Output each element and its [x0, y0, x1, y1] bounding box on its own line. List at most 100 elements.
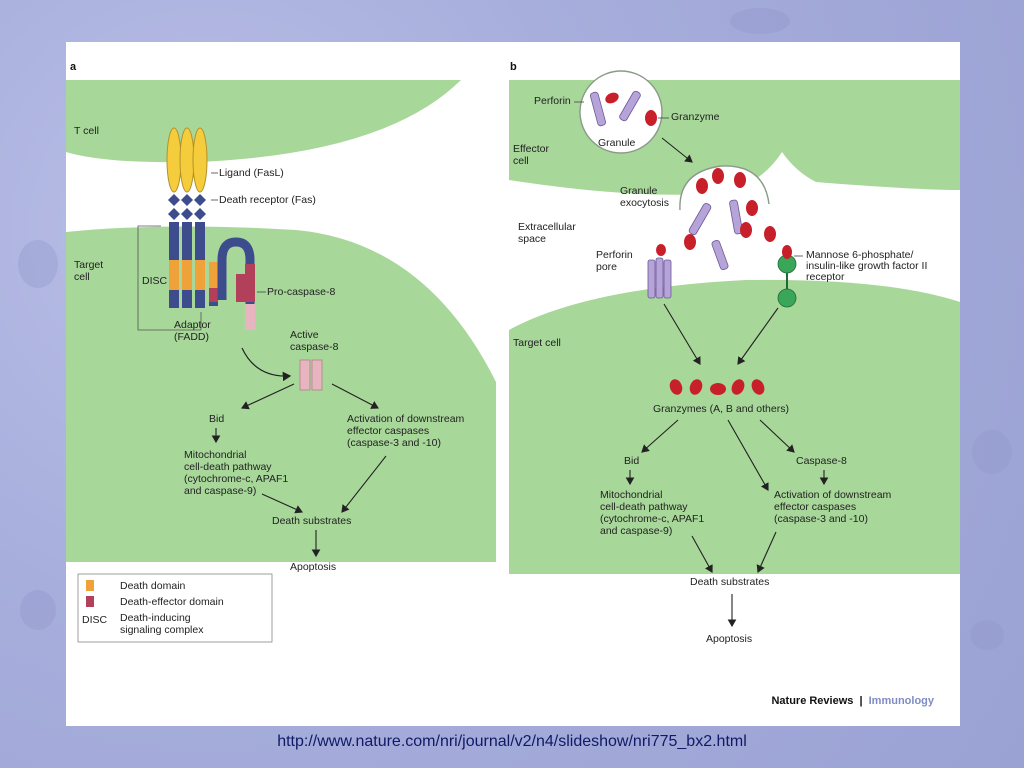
- granzymes-label: Granzymes (A, B and others): [653, 403, 789, 415]
- arrow: [241, 383, 295, 410]
- granzyme: [734, 172, 746, 188]
- active-caspase-8-label: Active caspase-8: [290, 329, 339, 353]
- target-cell-label-line: Target: [74, 259, 103, 271]
- legend-death-domain: Death domain: [120, 580, 186, 592]
- pro-caspase-8-tail: [245, 304, 255, 330]
- activation-line-b: effector caspases: [774, 501, 856, 513]
- caspase-8-label-b: Caspase-8: [796, 455, 847, 467]
- granzyme: [740, 222, 752, 238]
- journal-section: Immunology: [869, 695, 935, 707]
- panel-a: a T cell Target cell Ligand (FasL) Death…: [66, 61, 496, 643]
- granule: [579, 70, 663, 154]
- death-receptor-fas: [168, 194, 206, 220]
- extracellular-space-label: Extracellular space: [518, 221, 579, 245]
- exocytosis-vesicle: [679, 165, 770, 211]
- arrow: [691, 535, 713, 573]
- legend-box: [77, 573, 273, 643]
- granzyme-label: Granzyme: [671, 111, 720, 123]
- perforin-rod: [619, 90, 641, 122]
- perforin-pore-line: Perforin: [596, 249, 633, 261]
- disc-label: DISC: [142, 275, 168, 287]
- credit-separator: |: [859, 695, 862, 707]
- arrow: [261, 493, 304, 514]
- active-caspase-8-label-line: Active: [290, 329, 319, 341]
- panel-b-letter: b: [510, 61, 517, 73]
- pro-caspase-8-effector-domain: [245, 264, 255, 302]
- mito-line-b: Mitochondrial: [600, 489, 662, 501]
- background-blob: [20, 590, 56, 630]
- perforin-rod: [590, 91, 606, 127]
- arrow: [737, 307, 779, 365]
- target-cell-membrane: [66, 226, 496, 562]
- perforin-rod: [711, 239, 729, 271]
- granule-exocytosis-line: Granule: [620, 185, 658, 197]
- arrow: [663, 303, 701, 365]
- activation-line: Activation of downstream: [347, 413, 465, 425]
- background-blob: [18, 240, 58, 288]
- activation-line-b: (caspase-3 and -10): [774, 513, 868, 525]
- apoptosis-pathway-diagram: a T cell Target cell Ligand (FasL) Death…: [66, 61, 960, 707]
- legend-disc-abbr: DISC: [82, 614, 108, 626]
- footer-url: http://www.nature.com/nri/journal/v2/n4/…: [277, 733, 747, 750]
- granzymes-cluster: [669, 379, 765, 395]
- apoptosis-label: Apoptosis: [290, 561, 336, 573]
- ligand-fasl: [192, 127, 208, 193]
- legend: Death domain Death-effector domain DISC …: [77, 573, 273, 643]
- arrow: [331, 383, 379, 409]
- ligand-fasl: [179, 127, 195, 193]
- bid-label: Bid: [209, 413, 224, 425]
- extracellular-space-line: Extracellular: [518, 221, 576, 233]
- death-receptor-label: Death receptor (Fas): [219, 194, 316, 206]
- adaptor-label-line: Adaptor: [174, 319, 211, 331]
- pro-caspase-8: [217, 237, 255, 330]
- death-substrates-label-b: Death substrates: [690, 576, 769, 588]
- pro-caspase-8-effector-domain: [236, 274, 245, 302]
- figure-panel: a T cell Target cell Ligand (FasL) Death…: [66, 42, 960, 726]
- arrow: [241, 347, 292, 382]
- mito-line-b: and caspase-9): [600, 525, 672, 537]
- active-caspase-8-label-line: caspase-8: [290, 341, 339, 353]
- adaptor-label: Adaptor (FADD): [174, 319, 214, 343]
- mito-line: Mitochondrial: [184, 449, 246, 461]
- adaptor-label-line: (FADD): [174, 331, 209, 343]
- background-blob: [970, 620, 1004, 650]
- perforin-pore: [647, 244, 672, 299]
- target-cell-label: Target cell: [74, 259, 106, 283]
- granzyme: [605, 92, 619, 104]
- activation-label: Activation of downstream effector caspas…: [347, 413, 467, 449]
- target-cell-label-b: Target cell: [513, 337, 561, 349]
- activation-label-b: Activation of downstream effector caspas…: [774, 489, 894, 525]
- granule-exocytosis-line: exocytosis: [620, 197, 669, 209]
- adaptor-fadd: [209, 262, 218, 306]
- legend-swatch-death-domain: [86, 580, 94, 591]
- mito-line-b: cell-death pathway: [600, 501, 688, 513]
- arrow: [641, 419, 679, 453]
- active-caspase-8: [311, 359, 323, 391]
- journal-name: Nature Reviews: [771, 695, 853, 707]
- arrow: [759, 419, 795, 453]
- activation-line-b: Activation of downstream: [774, 489, 892, 501]
- t-cell-membrane: [66, 80, 461, 163]
- perforin-pore-label: Perforin pore: [596, 249, 636, 273]
- perforin-label: Perforin: [534, 95, 571, 107]
- t-cell-label: T cell: [74, 125, 99, 137]
- apoptosis-label-b: Apoptosis: [706, 633, 752, 645]
- background-blob: [730, 8, 790, 34]
- legend-disc-full: Death-inducing signaling complex: [120, 612, 204, 636]
- m6p-receptor-line: receptor: [806, 271, 845, 283]
- bid-label-b: Bid: [624, 455, 639, 467]
- mito-line: (cytochrome-c, APAF1: [184, 473, 288, 485]
- granzyme: [645, 110, 657, 126]
- panel-b: b Effector cell Target cell Granule Perf…: [509, 61, 960, 645]
- effector-cell-label-line: cell: [513, 155, 529, 167]
- arrow: [661, 137, 693, 163]
- effector-cell-label-line: Effector: [513, 143, 549, 155]
- released-granules: [684, 168, 776, 271]
- mito-line: cell-death pathway: [184, 461, 272, 473]
- perforin-rod: [729, 199, 743, 235]
- receptor-stalks: [169, 222, 205, 308]
- active-caspase-8: [299, 359, 311, 391]
- journal-credit: Nature Reviews | Immunology: [771, 695, 934, 707]
- granule-exocytosis-label: Granule exocytosis: [620, 185, 669, 209]
- granzyme: [746, 200, 758, 216]
